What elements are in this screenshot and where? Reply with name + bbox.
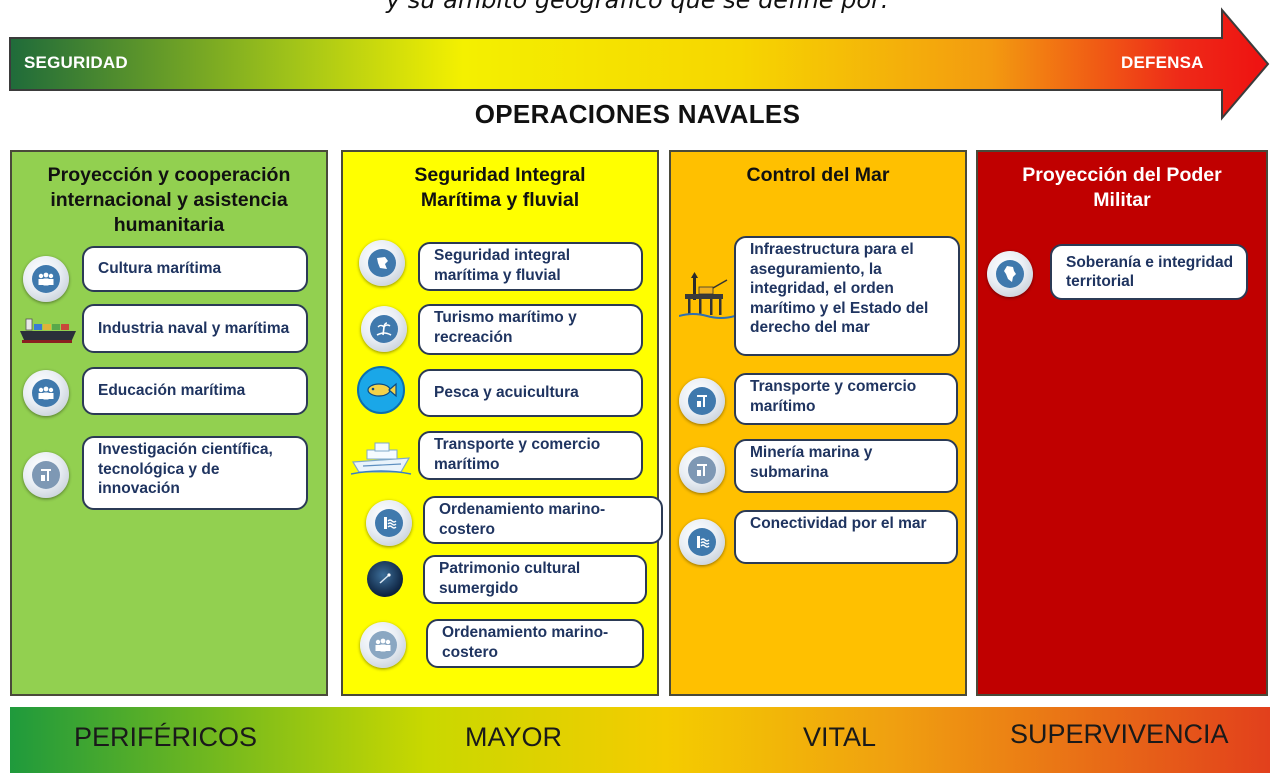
security-defense-arrow (9, 7, 1270, 121)
flag-map-icon (359, 240, 405, 286)
column-title: Proyección y cooperación internacional y… (47, 164, 291, 236)
item-educacion-maritima: Educación marítima (82, 367, 308, 415)
item-cultura-maritima: Cultura marítima (82, 246, 308, 292)
item-infraestructura: Infraestructura para el aseguramiento, l… (734, 236, 960, 356)
item-seguridad-integral: Seguridad integral marítima y fluvial (418, 242, 643, 291)
crane-icon (23, 452, 69, 498)
column-cooperation: Proyección y cooperación internacional y… (10, 150, 328, 696)
people-icon (23, 256, 69, 302)
fish-icon (357, 366, 405, 414)
cargo-ship-icon (18, 318, 78, 353)
crane-icon (679, 447, 725, 493)
crane-icon (679, 378, 725, 424)
item-ordenamiento-1: Ordenamiento marino-costero (423, 496, 663, 544)
item-transporte-comercio-control: Transporte y comercio marítimo (734, 373, 958, 425)
cruise-ship-icon (349, 438, 413, 483)
scale-label-vital: VITAL (803, 722, 877, 752)
waves-building-icon (679, 519, 725, 565)
importance-scale-bar (10, 707, 1270, 773)
column-title: Seguridad Integral Marítima y fluvial (414, 164, 586, 211)
column-military-power: Proyección del Poder Militar (976, 150, 1268, 696)
column-title: Control del Mar (746, 164, 890, 186)
column-title: Proyección del Poder Militar (1022, 164, 1222, 211)
item-transporte-comercio: Transporte y comercio marítimo (418, 431, 643, 480)
colombia-map-icon (987, 251, 1033, 297)
palm-beach-icon (361, 306, 407, 352)
item-pesca: Pesca y acuicultura (418, 369, 643, 417)
arrow-left-label: SEGURIDAD (24, 53, 128, 72)
item-patrimonio: Patrimonio cultural sumergido (423, 555, 647, 604)
oil-platform-icon (678, 272, 736, 327)
shipwreck-icon (367, 561, 403, 597)
scale-label-supervivencia: SUPERVIVENCIA (1010, 719, 1229, 749)
item-ordenamiento-2: Ordenamiento marino-costero (426, 619, 644, 668)
waves-building-icon (366, 500, 412, 546)
item-industria-naval: Industria naval y marítima (82, 304, 308, 353)
scale-label-mayor: MAYOR (465, 722, 563, 752)
people-icon (23, 370, 69, 416)
item-investigacion: Investigación científica, tecnológica y … (82, 436, 308, 510)
operations-title: OPERACIONES NAVALES (474, 99, 801, 129)
item-mineria: Minería marina y submarina (734, 439, 958, 493)
arrow-right-label: DEFENSA (1121, 53, 1204, 72)
item-turismo: Turismo marítimo y recreación (418, 304, 643, 355)
item-soberania: Soberanía e integridad territorial (1050, 244, 1248, 300)
item-conectividad: Conectividad por el mar (734, 510, 958, 564)
people-icon (360, 622, 406, 668)
column-maritime-security: Seguridad Integral Marítima y fluvial (341, 150, 659, 696)
top-caption: y su ámbito geográfico que se define por… (385, 0, 890, 14)
scale-label-perifericos: PERIFÉRICOS (74, 722, 258, 752)
